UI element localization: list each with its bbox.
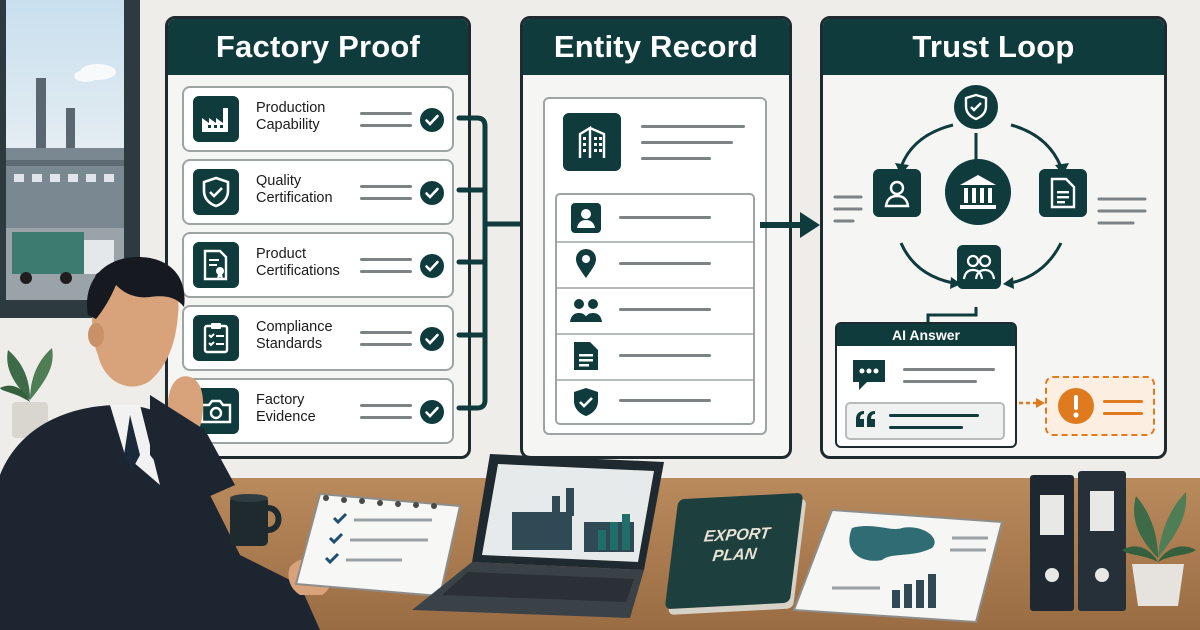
arrow-to-trust-loop xyxy=(760,212,820,238)
entity-fields-list xyxy=(555,193,755,425)
item-label: Production Capability xyxy=(256,100,326,133)
ai-answer-card[interactable]: AI Answer xyxy=(835,322,1017,448)
institution-icon xyxy=(945,159,1011,225)
trust-loop-title: Trust Loop xyxy=(823,19,1164,75)
placeholder-line xyxy=(889,426,963,429)
shield-check-icon xyxy=(954,85,998,129)
placeholder-line xyxy=(1103,400,1143,403)
placeholder-line xyxy=(360,331,412,334)
factory-proof-item-product-certifications[interactable]: Product Certifications xyxy=(182,232,454,298)
book-title: EXPORT PLAN xyxy=(702,525,771,566)
factory-proof-item-compliance[interactable]: Compliance Standards xyxy=(182,305,454,371)
document-icon xyxy=(1039,169,1087,217)
trust-loop-panel: Trust Loop xyxy=(820,16,1167,459)
placeholder-line xyxy=(360,270,412,273)
placeholder-line xyxy=(360,343,412,346)
entity-field-row[interactable] xyxy=(557,333,753,381)
shield-check-icon xyxy=(574,388,598,416)
factory-proof-title: Factory Proof xyxy=(168,19,468,75)
binders xyxy=(1030,471,1126,611)
office-window xyxy=(0,0,140,318)
item-label: Quality Certification xyxy=(256,173,333,206)
placeholder-line xyxy=(619,354,711,357)
coffee-mug xyxy=(230,494,282,546)
clipboard-checklist-icon xyxy=(193,315,239,361)
placeholder-line xyxy=(360,185,412,188)
check-circle-icon xyxy=(420,327,444,351)
placeholder-line xyxy=(360,258,412,261)
person-icon xyxy=(571,203,601,233)
potted-plant-right xyxy=(1122,492,1196,606)
entity-record-panel: Entity Record xyxy=(520,16,792,459)
factory-proof-item-production[interactable]: Production Capability xyxy=(182,86,454,152)
placeholder-line xyxy=(903,380,977,383)
warning-connector xyxy=(1019,398,1045,408)
placeholder-line xyxy=(360,416,412,419)
placeholder-line xyxy=(360,112,412,115)
placeholder-line xyxy=(889,414,979,417)
entity-field-row[interactable] xyxy=(557,195,753,243)
entity-field-row[interactable] xyxy=(557,379,753,423)
entity-record-card xyxy=(543,97,767,435)
check-circle-icon xyxy=(420,400,444,424)
item-label: Compliance Standards xyxy=(256,319,333,352)
chat-bubble-icon xyxy=(853,360,885,390)
export-plan-book: EXPORT PLAN xyxy=(664,492,804,610)
factory-proof-item-quality[interactable]: Quality Certification xyxy=(182,159,454,225)
quote-box xyxy=(845,402,1005,440)
check-circle-icon xyxy=(420,181,444,205)
placeholder-line xyxy=(360,124,412,127)
quote-icon xyxy=(856,411,875,427)
factory-view-illustration xyxy=(6,64,124,300)
placeholder-line xyxy=(619,308,711,311)
report-papers xyxy=(792,508,1004,624)
laptop xyxy=(412,454,664,618)
building-icon xyxy=(563,113,621,171)
placeholder-line xyxy=(619,399,711,402)
location-pin-icon xyxy=(576,249,596,278)
ai-answer-title: AI Answer xyxy=(837,324,1015,346)
placeholder-line xyxy=(360,404,412,407)
factory-icon xyxy=(193,96,239,142)
item-label: Product Certifications xyxy=(256,246,340,279)
check-circle-icon xyxy=(420,254,444,278)
people-icon xyxy=(957,245,1001,289)
entity-field-row[interactable] xyxy=(557,287,753,335)
factory-proof-item-evidence[interactable]: Factory Evidence xyxy=(182,378,454,444)
people-icon xyxy=(570,299,602,322)
person-icon xyxy=(873,169,921,217)
placeholder-line xyxy=(641,141,733,144)
window-glass xyxy=(6,0,124,300)
businessman-illustration xyxy=(0,257,331,630)
shield-check-icon xyxy=(193,169,239,215)
item-label: Factory Evidence xyxy=(256,392,316,425)
placeholder-line xyxy=(641,157,711,160)
placeholder-line xyxy=(641,125,745,128)
certificate-document-icon xyxy=(193,242,239,288)
placeholder-line xyxy=(619,216,711,219)
placeholder-line xyxy=(903,368,995,371)
document-icon xyxy=(574,342,598,370)
warning-box[interactable] xyxy=(1045,376,1155,436)
factory-proof-panel: Factory Proof Production Capability Qual… xyxy=(165,16,471,459)
placeholder-line xyxy=(619,262,711,265)
entity-record-title: Entity Record xyxy=(523,19,789,75)
placeholder-line xyxy=(1103,412,1143,415)
placeholder-line xyxy=(360,197,412,200)
check-circle-icon xyxy=(420,108,444,132)
trust-loop-cycle xyxy=(833,123,1147,325)
entity-field-row[interactable] xyxy=(557,241,753,289)
alert-icon xyxy=(1058,388,1094,424)
